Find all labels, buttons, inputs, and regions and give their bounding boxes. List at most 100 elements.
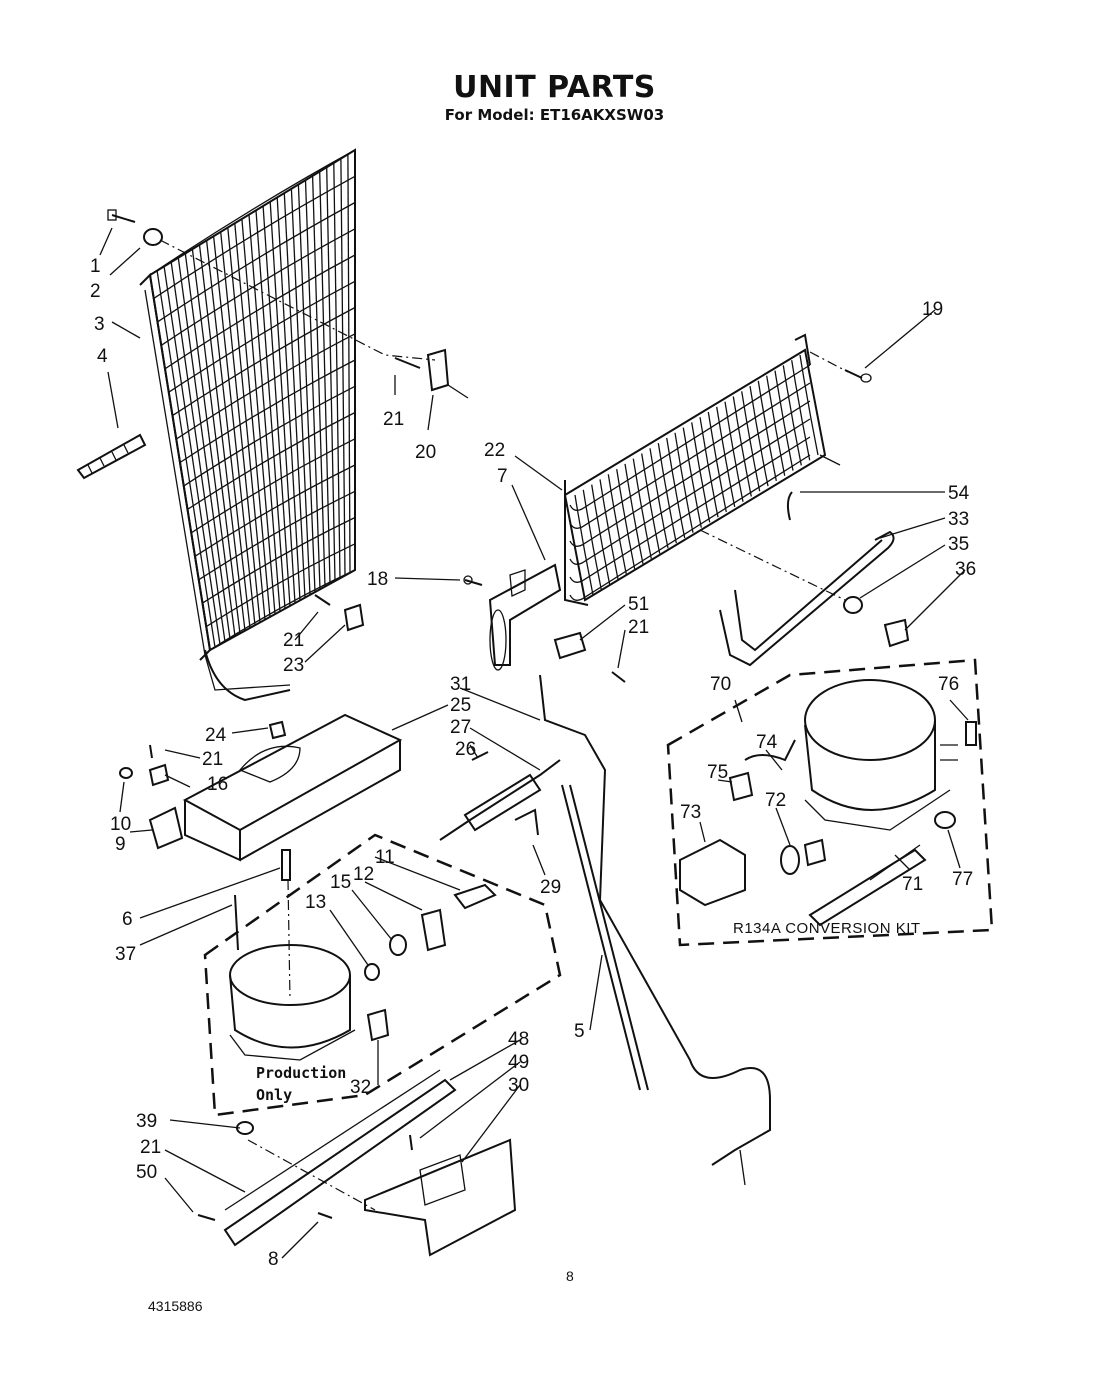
callout-31: 31 bbox=[450, 674, 471, 695]
callout-50: 50 bbox=[136, 1162, 157, 1183]
drain-pan-25-illustration bbox=[182, 713, 403, 862]
callout-21-left: 21 bbox=[283, 630, 304, 651]
callout-77: 77 bbox=[952, 869, 973, 890]
clip-51-illustration bbox=[553, 631, 587, 660]
document-number: 4315886 bbox=[148, 1298, 203, 1314]
page-title: UNIT PARTS bbox=[453, 70, 656, 105]
callout-70: 70 bbox=[710, 674, 731, 695]
callout-39: 39 bbox=[136, 1111, 157, 1132]
heater-33-illustration bbox=[719, 530, 895, 667]
clip-72-illustration bbox=[780, 838, 827, 875]
conversion-kit-label: R134A CONVERSION KIT bbox=[733, 920, 921, 937]
capacitor-32-illustration bbox=[366, 1008, 390, 1042]
spacer-6-illustration bbox=[281, 849, 291, 881]
callout-5: 5 bbox=[574, 1021, 585, 1042]
production-only-label-line2: Only bbox=[256, 1086, 292, 1104]
callout-1: 1 bbox=[90, 256, 101, 277]
plug-76-illustration bbox=[965, 721, 977, 746]
callout-75: 75 bbox=[707, 762, 728, 783]
callout-73: 73 bbox=[680, 802, 701, 823]
callout-2: 2 bbox=[90, 281, 101, 302]
callout-74: 74 bbox=[756, 732, 778, 753]
base-rail-illustration bbox=[223, 1069, 457, 1247]
callout-48: 48 bbox=[508, 1029, 529, 1050]
callout-3: 3 bbox=[94, 314, 105, 335]
callout-25: 25 bbox=[450, 695, 471, 716]
callout-21-mid: 21 bbox=[628, 617, 649, 638]
drier-71-illustration bbox=[808, 844, 927, 927]
callout-49: 49 bbox=[508, 1052, 529, 1073]
overload-75-illustration bbox=[728, 771, 754, 802]
callout-13: 13 bbox=[305, 892, 326, 913]
callout-24: 24 bbox=[205, 725, 227, 746]
clip-4-illustration bbox=[76, 433, 147, 480]
callout-21-upper: 21 bbox=[383, 409, 404, 430]
callout-22: 22 bbox=[484, 440, 505, 461]
callout-54: 54 bbox=[948, 483, 970, 504]
hook-54-illustration bbox=[786, 491, 793, 521]
grommet-35-illustration bbox=[843, 596, 863, 614]
clip-15-illustration bbox=[389, 934, 407, 956]
drier-27-illustration bbox=[439, 759, 561, 841]
callout-76: 76 bbox=[938, 674, 959, 695]
screw-50-illustration bbox=[197, 1214, 216, 1221]
clip-19-illustration bbox=[844, 369, 872, 383]
callout-32: 32 bbox=[350, 1077, 371, 1098]
callout-15: 15 bbox=[330, 872, 351, 893]
wire-74-illustration bbox=[744, 739, 796, 762]
clip-36-illustration bbox=[883, 618, 910, 648]
compressor-kit-illustration bbox=[804, 679, 958, 831]
callout-7: 7 bbox=[497, 466, 508, 487]
clip-29-illustration bbox=[514, 808, 539, 836]
relay-73-illustration bbox=[679, 838, 746, 907]
callout-12: 12 bbox=[353, 864, 374, 885]
bracket-30-illustration bbox=[364, 1138, 517, 1257]
callout-72: 72 bbox=[765, 790, 786, 811]
screw-18-illustration bbox=[463, 575, 483, 586]
screw-10-illustration bbox=[119, 767, 133, 779]
callout-6: 6 bbox=[122, 909, 133, 930]
callout-11: 11 bbox=[375, 847, 395, 868]
nut-24-illustration bbox=[268, 720, 287, 740]
tube-5-illustration bbox=[561, 784, 649, 1091]
callout-20: 20 bbox=[415, 442, 436, 463]
clip-16-illustration bbox=[148, 763, 170, 787]
condenser-illustration bbox=[139, 148, 356, 702]
overload-13-illustration bbox=[364, 963, 380, 981]
production-only-label-line1: Production bbox=[256, 1064, 346, 1082]
callout-37: 37 bbox=[115, 944, 136, 965]
callout-21-base: 21 bbox=[140, 1137, 161, 1158]
callout-71: 71 bbox=[902, 874, 923, 895]
screw-8-illustration bbox=[317, 1212, 333, 1219]
callout-18: 18 bbox=[367, 569, 388, 590]
screw-21-mid-illustration bbox=[611, 671, 626, 683]
model-subtitle: For Model: ET16AKXSW03 bbox=[444, 106, 665, 124]
callout-30: 30 bbox=[508, 1075, 529, 1096]
callout-8: 8 bbox=[268, 1249, 279, 1270]
page-number: 8 bbox=[566, 1268, 574, 1284]
relay-12-illustration bbox=[420, 908, 447, 952]
screw-1-illustration bbox=[107, 209, 136, 223]
callout-29: 29 bbox=[540, 877, 561, 898]
grommet-2-illustration bbox=[143, 228, 163, 246]
callout-16: 16 bbox=[207, 774, 228, 795]
relay-9-illustration bbox=[148, 806, 184, 850]
callout-33: 33 bbox=[948, 509, 969, 530]
bracket-7-illustration bbox=[488, 563, 562, 671]
callout-36: 36 bbox=[955, 559, 976, 580]
cover-11-illustration bbox=[453, 883, 497, 910]
callout-27: 27 bbox=[450, 717, 471, 738]
callout-21-pan: 21 bbox=[202, 749, 223, 770]
callout-9: 9 bbox=[115, 834, 126, 855]
grommet-77-illustration bbox=[934, 811, 956, 829]
callout-4: 4 bbox=[97, 346, 108, 367]
callout-51: 51 bbox=[628, 594, 649, 615]
screw-21-upper-illustration bbox=[394, 357, 421, 369]
compressor-production-illustration bbox=[229, 944, 356, 1061]
bracket-20-illustration bbox=[426, 348, 469, 399]
screw-21-left-illustration bbox=[314, 594, 331, 606]
screw-37-illustration bbox=[234, 894, 239, 951]
callout-23: 23 bbox=[283, 655, 304, 676]
evaporator-illustration bbox=[563, 333, 841, 606]
